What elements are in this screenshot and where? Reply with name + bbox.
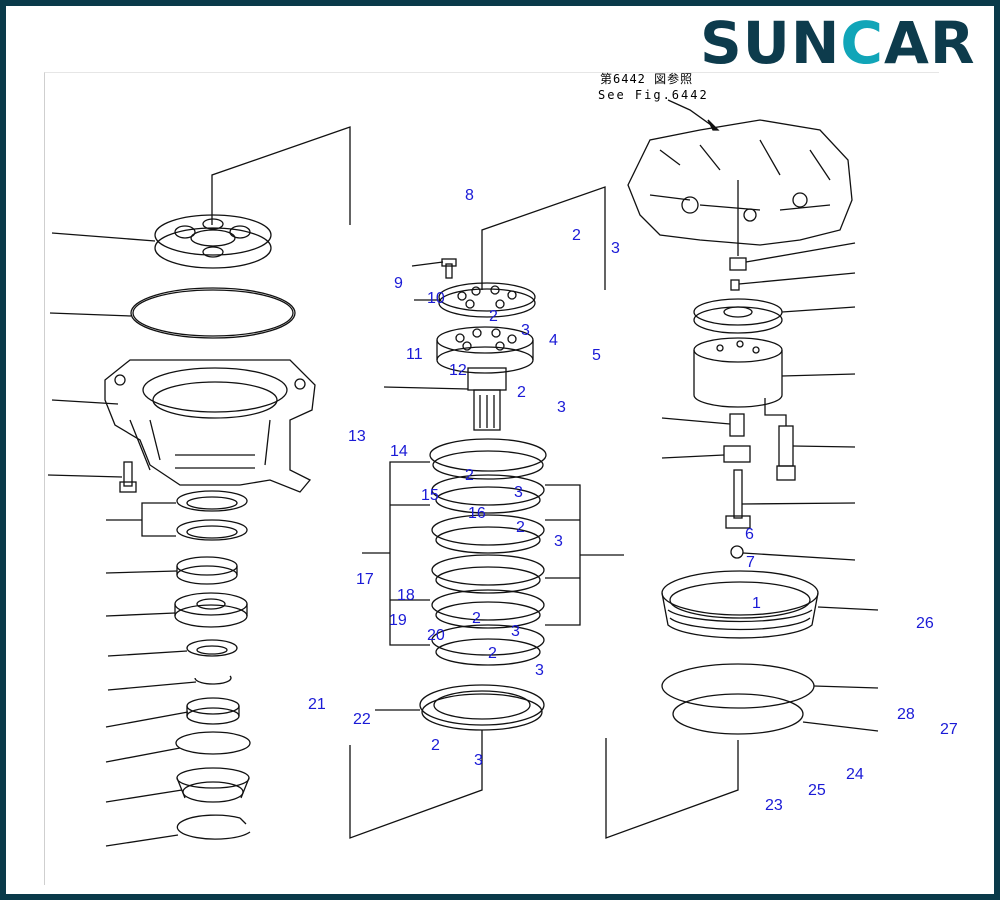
o-ring-small-left (105, 731, 251, 763)
callout-12: 12 (449, 362, 467, 379)
callout-17: 17 (356, 571, 374, 588)
callout-15: 15 (421, 487, 439, 504)
callout-2: 2 (516, 519, 525, 536)
rings-pair-left (106, 490, 248, 541)
plate-stack-center (429, 438, 547, 666)
callout-9: 9 (394, 275, 403, 292)
bearing-small-left (105, 592, 248, 628)
bolt-left (47, 461, 137, 493)
spring-valve-right (661, 398, 856, 481)
callout-7: 7 (746, 554, 755, 571)
figure-reference-japanese: 第6442 図参照 (600, 72, 694, 86)
callout-27: 27 (940, 721, 958, 738)
spool-right (725, 469, 856, 561)
bearing-top-left (51, 214, 272, 269)
callout-3: 3 (521, 322, 530, 339)
callout-13: 13 (348, 428, 366, 445)
callout-3: 3 (514, 484, 523, 501)
callout-1: 1 (752, 595, 761, 612)
bolt-center (411, 258, 457, 279)
callout-3: 3 (535, 662, 544, 679)
o-ring-large-left (49, 287, 296, 339)
spring-seat-left (105, 767, 250, 803)
callout-2: 2 (572, 227, 581, 244)
washer-left (107, 639, 238, 657)
callout-6: 6 (745, 526, 754, 543)
logo-text-ar: AR (884, 9, 976, 77)
callout-21: 21 (308, 696, 326, 713)
callout-11: 11 (406, 346, 423, 363)
seal-ring-left (105, 556, 238, 585)
rings-bottom-right (661, 663, 879, 735)
housing-left (51, 359, 316, 493)
left-bracket-lines (211, 126, 351, 225)
reference-arrow (667, 99, 720, 131)
shaft-center (383, 367, 507, 431)
plate-stack-brackets (362, 461, 624, 646)
piston-ring-center (375, 684, 545, 731)
logo-text-sun: SUN (700, 9, 841, 77)
callout-3: 3 (557, 399, 566, 416)
callout-2: 2 (488, 645, 497, 662)
callout-19: 19 (389, 612, 407, 629)
cylinder-block-center (436, 326, 534, 374)
callout-14: 14 (390, 443, 408, 460)
retaining-ring-left (105, 814, 251, 847)
callout-4: 4 (549, 332, 558, 349)
cylinder-right (693, 337, 856, 408)
callout-26: 26 (916, 615, 934, 632)
valve-body-right (627, 119, 853, 256)
diagram-sheet (44, 72, 939, 885)
callout-10: 10 (427, 290, 445, 307)
callout-2: 2 (465, 467, 474, 484)
end-plate-right (693, 298, 856, 334)
callout-2: 2 (431, 737, 440, 754)
callout-3: 3 (554, 533, 563, 550)
snap-ring-small-left (107, 675, 232, 691)
valve-plate-center (414, 282, 536, 318)
logo-text-c: C (840, 9, 884, 77)
callout-28: 28 (897, 706, 915, 723)
callout-25: 25 (808, 782, 826, 799)
center-bracket-bottom (349, 730, 483, 839)
callout-5: 5 (592, 347, 601, 364)
callout-2: 2 (517, 384, 526, 401)
callout-23: 23 (765, 797, 783, 814)
callout-3: 3 (511, 623, 520, 640)
nut-left (105, 697, 240, 728)
callout-2: 2 (472, 610, 481, 627)
callout-24: 24 (846, 766, 864, 783)
callout-18: 18 (397, 587, 415, 604)
callout-3: 3 (611, 240, 620, 257)
small-parts-right (729, 242, 856, 291)
callout-8: 8 (465, 187, 474, 204)
callout-20: 20 (427, 627, 445, 644)
cover-right (661, 570, 879, 639)
suncar-logo: SUNCAR (700, 8, 990, 78)
center-bracket-top (481, 186, 606, 290)
callout-16: 16 (468, 505, 486, 522)
callout-3: 3 (474, 752, 483, 769)
callout-2: 2 (489, 308, 498, 325)
callout-22: 22 (353, 711, 371, 728)
right-bracket-bottom (605, 738, 739, 839)
figure-reference-english: See Fig.6442 (598, 88, 709, 102)
